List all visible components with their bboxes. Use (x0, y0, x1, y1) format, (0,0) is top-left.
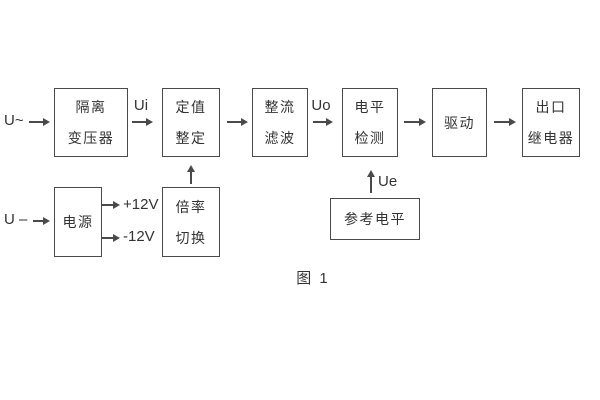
signal-ui-label: Ui (133, 97, 149, 114)
arrow-right-icon (102, 201, 120, 208)
arrow-right-icon (33, 217, 50, 224)
block-reference-level: 参考电平 (330, 198, 420, 240)
block-label: 整定 (175, 130, 207, 146)
arrow-up-icon (367, 170, 374, 193)
block-output-relay: 出口 继电器 (522, 88, 580, 157)
block-label: 隔离 (75, 99, 107, 115)
block-label: 变压器 (67, 130, 115, 146)
block-ratio-switch: 倍率 切换 (162, 187, 220, 257)
block-power-supply: 电源 (54, 187, 102, 257)
block-label: 检测 (354, 130, 386, 146)
block-driver: 驱动 (432, 88, 487, 157)
signal-uo-label: Uo (311, 97, 331, 114)
arrow-right-icon (132, 118, 153, 125)
negative-rail-label: -12V (123, 228, 155, 245)
arrow-right-icon (102, 234, 120, 241)
block-label: 定值 (175, 99, 207, 115)
block-label: 倍率 (175, 198, 207, 215)
arrow-right-icon (29, 118, 50, 125)
block-setting-adjustment: 定值 整定 (162, 88, 220, 157)
arrow-right-icon (227, 118, 248, 125)
arrow-up-icon (187, 165, 194, 184)
arrow-right-icon (404, 118, 426, 125)
block-label: 驱动 (444, 114, 475, 131)
block-label: 电平 (354, 99, 386, 115)
signal-ue-label: Ue (378, 173, 398, 190)
block-label: 参考电平 (344, 211, 406, 227)
figure-caption: 图 1 (296, 270, 330, 287)
block-label: 出口 (535, 99, 567, 115)
block-isolation-transformer: 隔离 变压器 (54, 88, 128, 157)
dc-input-label: U – (4, 211, 28, 228)
block-rectifier-filter: 整流 滤波 (252, 88, 308, 157)
ac-input-label: U~ (4, 112, 24, 129)
block-label: 切换 (175, 229, 207, 246)
arrow-right-icon (313, 118, 333, 125)
block-label: 滤波 (264, 130, 296, 146)
block-label: 电源 (62, 214, 94, 230)
block-level-detector: 电平 检测 (342, 88, 398, 157)
positive-rail-label: +12V (123, 196, 159, 213)
block-label: 整流 (264, 99, 296, 115)
block-label: 继电器 (527, 130, 575, 146)
arrow-right-icon (494, 118, 516, 125)
